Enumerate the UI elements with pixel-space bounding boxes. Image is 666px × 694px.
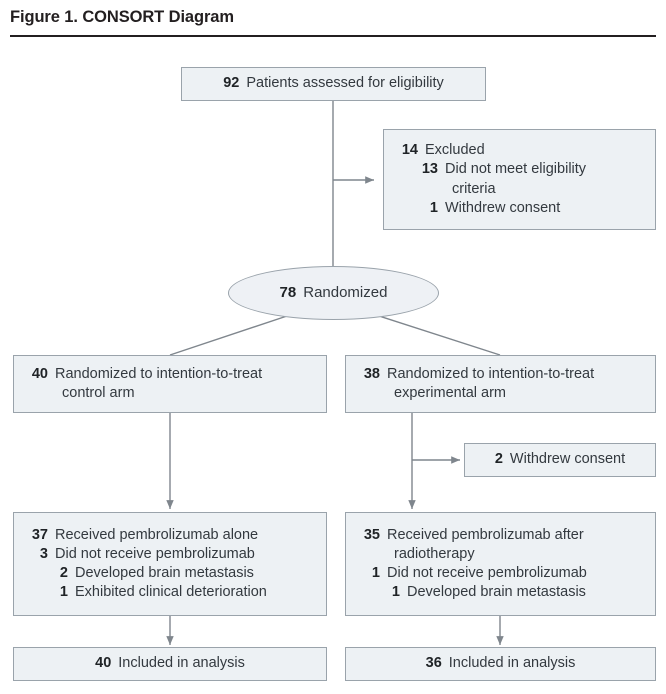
- connector-randomized-to-control-arm: [169, 314, 291, 356]
- line-number: 78: [279, 284, 297, 302]
- node-line: 40 Randomized to intention-to-treat: [24, 366, 318, 383]
- line-text: radiotherapy: [394, 545, 475, 562]
- line-text: Included in analysis: [448, 655, 576, 672]
- line-text: Withdrew consent: [509, 451, 626, 468]
- node-line: 1 Withdrew consent: [394, 200, 647, 217]
- node-control-treatment[interactable]: 37 Received pembrolizumab alone 3 Did no…: [13, 512, 327, 616]
- line-number: 92: [223, 75, 240, 92]
- line-number: 37: [31, 526, 48, 543]
- node-randomized[interactable]: 78 Randomized: [228, 266, 439, 320]
- line-number: 2: [59, 565, 68, 581]
- line-text: Developed brain metastasis: [75, 565, 254, 581]
- node-line: 38 Randomized to intention-to-treat: [356, 366, 647, 383]
- line-number: 36: [425, 655, 442, 672]
- line-text: Exhibited clinical deterioration: [75, 584, 267, 601]
- line-text: Patients assessed for eligibility: [246, 75, 444, 92]
- line-number: 13: [421, 161, 438, 178]
- node-line: 35 Received pembrolizumab after: [356, 527, 647, 544]
- line-text: control arm: [62, 385, 135, 401]
- node-experimental-arm[interactable]: 38 Randomized to intention-to-treat expe…: [345, 355, 656, 413]
- node-line: 14 Excluded: [394, 142, 647, 159]
- node-line: 1 Exhibited clinical deterioration: [24, 584, 318, 601]
- node-withdrew-consent[interactable]: 2 Withdrew consent: [464, 443, 656, 477]
- node-line: 13 Did not meet eligibility: [394, 161, 647, 178]
- line-number: 2: [494, 451, 503, 468]
- node-line: 2 Withdrew consent: [495, 451, 625, 468]
- node-line: 1 Developed brain metastasis: [356, 584, 647, 601]
- line-text: Did not receive pembrolizumab: [55, 545, 255, 562]
- line-text: Randomized to intention-to-treat: [387, 365, 595, 382]
- title-divider: [10, 35, 656, 37]
- line-number: 35: [363, 526, 380, 543]
- node-experimental-treatment[interactable]: 35 Received pembrolizumab after radiothe…: [345, 512, 656, 616]
- line-text: Developed brain metastasis: [407, 584, 586, 601]
- line-number: 1: [59, 584, 68, 601]
- node-line-continuation: radiotherapy: [356, 546, 647, 563]
- node-line: 78 Randomized: [280, 284, 388, 302]
- line-number: 40: [31, 365, 48, 382]
- node-control-included-in-analysis[interactable]: 40 Included in analysis: [13, 647, 327, 681]
- line-text: experimental arm: [394, 385, 507, 401]
- node-line-continuation: experimental arm: [356, 385, 647, 402]
- node-control-arm[interactable]: 40 Randomized to intention-to-treat cont…: [13, 355, 327, 413]
- node-line: 3 Did not receive pembrolizumab: [24, 546, 318, 563]
- line-text: Randomized: [303, 284, 388, 302]
- connector-randomized-to-experimental-arm: [375, 314, 501, 356]
- line-text: Did not meet eligibility: [445, 161, 587, 178]
- line-text: Received pembrolizumab alone: [55, 526, 259, 543]
- line-text: Received pembrolizumab after: [387, 526, 584, 543]
- node-patients-assessed[interactable]: 92 Patients assessed for eligibility: [181, 67, 486, 101]
- line-text: Included in analysis: [118, 655, 245, 672]
- node-line-continuation: control arm: [24, 385, 318, 402]
- node-line: 40 Included in analysis: [95, 655, 245, 672]
- node-line: 37 Received pembrolizumab alone: [24, 527, 318, 544]
- node-line: 1 Did not receive pembrolizumab: [356, 565, 647, 582]
- node-line: 2 Developed brain metastasis: [24, 565, 318, 582]
- line-text: Randomized to intention-to-treat: [55, 365, 263, 382]
- line-text: Excluded: [425, 142, 485, 159]
- node-experimental-included-in-analysis[interactable]: 36 Included in analysis: [345, 647, 656, 681]
- node-line: 36 Included in analysis: [426, 655, 576, 672]
- line-number: 1: [429, 199, 438, 216]
- page-title: Figure 1. CONSORT Diagram: [10, 8, 234, 26]
- line-number: 3: [39, 545, 48, 562]
- line-number: 40: [95, 655, 112, 672]
- line-number: 38: [363, 365, 380, 382]
- node-line: 92 Patients assessed for eligibility: [223, 75, 444, 92]
- line-text: Did not receive pembrolizumab: [387, 565, 587, 581]
- line-text: criteria: [452, 180, 496, 197]
- line-number: 1: [391, 584, 400, 601]
- node-excluded[interactable]: 14 Excluded 13 Did not meet eligibility …: [383, 129, 656, 230]
- node-line-continuation: criteria: [394, 181, 647, 198]
- line-text: Withdrew consent: [445, 199, 561, 216]
- line-number: 1: [371, 565, 380, 581]
- line-number: 14: [401, 142, 418, 159]
